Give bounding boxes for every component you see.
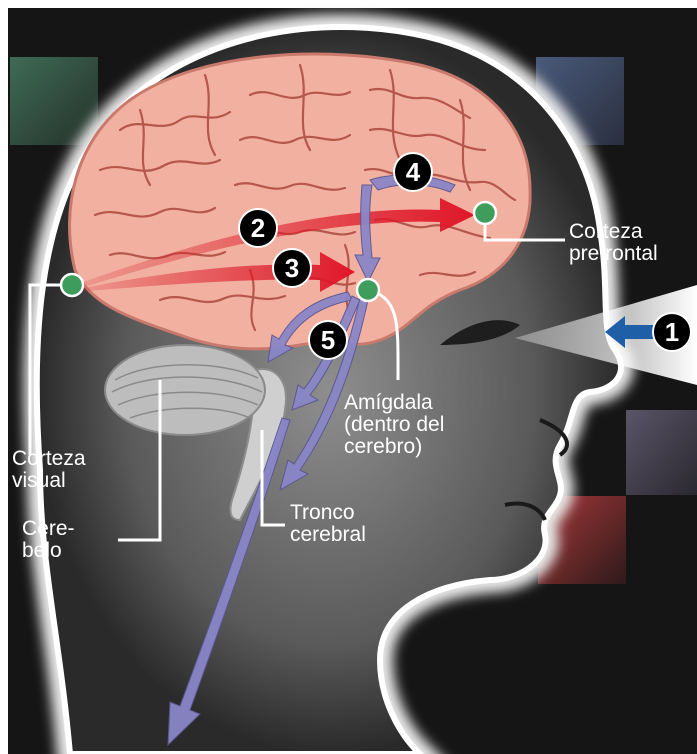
node-dot-icon bbox=[357, 279, 379, 301]
label-corteza-prefrontal: Corteza prefrontal bbox=[569, 221, 658, 265]
step-marker-4: 4 bbox=[394, 153, 432, 191]
step-marker-2: 2 bbox=[239, 209, 277, 247]
label-line: cerebral bbox=[290, 524, 366, 546]
label-line: Corteza bbox=[569, 221, 658, 243]
label-line: Amígdala bbox=[344, 392, 444, 414]
label-line: Cere- bbox=[22, 518, 75, 540]
step-marker-1: 1 bbox=[653, 313, 691, 351]
node-dot-icon bbox=[61, 274, 83, 296]
label-tronco-cerebral: Tronco cerebral bbox=[290, 502, 366, 546]
label-line: (dentro del bbox=[344, 414, 444, 436]
step-marker-5: 5 bbox=[309, 321, 347, 359]
step-number: 5 bbox=[321, 325, 335, 355]
label-line: prefrontal bbox=[569, 243, 658, 265]
node-dot-icon bbox=[474, 202, 496, 224]
label-line: visual bbox=[12, 470, 86, 492]
decor-square-purple bbox=[626, 410, 697, 495]
label-corteza-visual: Corteza visual bbox=[12, 448, 86, 492]
label-line: cerebro) bbox=[344, 436, 444, 458]
label-line: belo bbox=[22, 540, 75, 562]
step-number: 4 bbox=[406, 157, 421, 187]
step-marker-3: 3 bbox=[273, 249, 311, 287]
label-line: Corteza bbox=[12, 448, 86, 470]
label-line: Tronco bbox=[290, 502, 366, 524]
label-cerebelo: Cere- belo bbox=[22, 518, 75, 562]
step-number: 3 bbox=[285, 253, 299, 283]
step-number: 2 bbox=[251, 213, 265, 243]
cerebellum-shape bbox=[105, 345, 265, 435]
step-number: 1 bbox=[665, 317, 679, 347]
label-amigdala: Amígdala (dentro del cerebro) bbox=[344, 392, 444, 458]
